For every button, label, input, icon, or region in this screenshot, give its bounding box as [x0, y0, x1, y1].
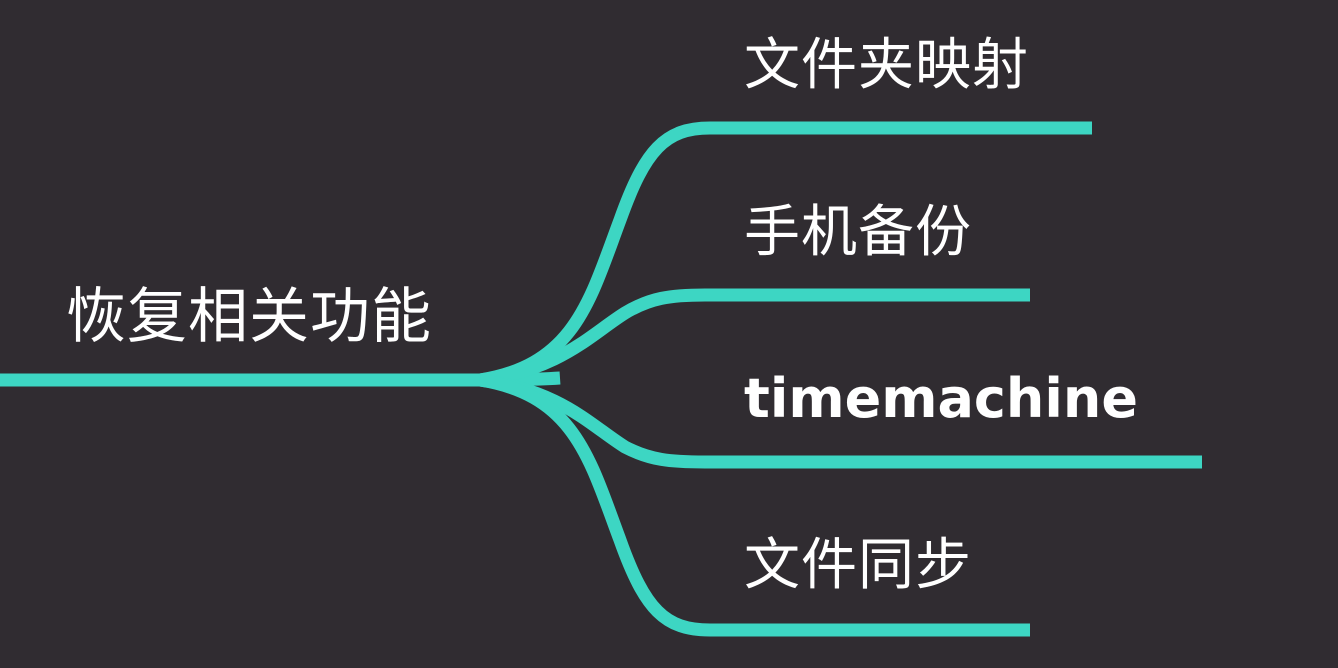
child-node-timemachine[interactable]: timemachine — [744, 367, 1138, 430]
branch-connector-4 — [478, 373, 1030, 637]
child-node-folder-mapping[interactable]: 文件夹映射 — [744, 33, 1029, 98]
child-node-phone-backup[interactable]: 手机备份 — [744, 200, 972, 265]
branch-connector-1 — [478, 121, 1092, 387]
branch-connector-2 — [479, 288, 1030, 387]
root-connector — [0, 371, 561, 387]
root-node-label[interactable]: 恢复相关功能 — [66, 282, 432, 352]
child-node-file-sync[interactable]: 文件同步 — [744, 533, 972, 598]
